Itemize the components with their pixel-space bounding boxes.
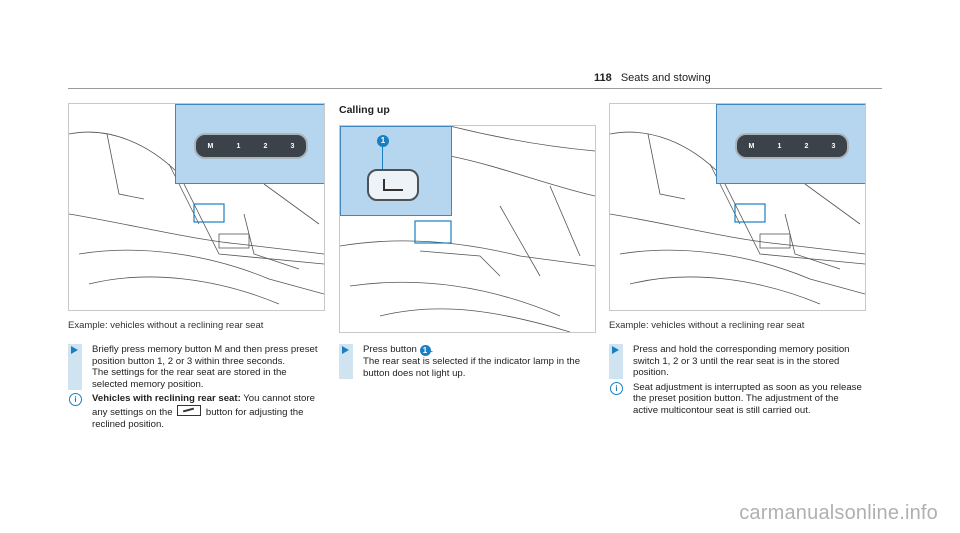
column3-instructions: Press and hold the corresponding memory … xyxy=(609,344,865,417)
figure3-caption: Example: vehicles without a reclining re… xyxy=(609,320,805,331)
page-number: 118 xyxy=(594,72,612,84)
seat-button-inset: 1 xyxy=(340,126,452,216)
step-followup: The settings for the rear seat are store… xyxy=(92,367,287,390)
step-store-memory: Briefly press memory button M and then p… xyxy=(68,344,324,391)
callout-1: 1 xyxy=(377,135,389,147)
section-title: Seats and stowing xyxy=(620,72,711,84)
step-text: Briefly press memory button M and then p… xyxy=(92,344,318,367)
heading-calling-up: Calling up xyxy=(339,104,390,116)
info-icon: i xyxy=(69,393,82,407)
step-hold-switch: Press and hold the corresponding memory … xyxy=(609,344,865,379)
door-sketch-3 xyxy=(610,131,865,305)
memory-button-2: 2 xyxy=(804,142,809,150)
column1-instructions: Briefly press memory button M and then p… xyxy=(68,344,324,430)
note-text-a: You cannot store any settings on the xyxy=(92,393,315,418)
arrow-right-icon xyxy=(342,346,349,354)
step-suffix: . xyxy=(430,344,434,355)
figure-calling-up: 1 xyxy=(339,125,596,333)
seat-recline-icon xyxy=(177,404,202,416)
figure-rear-door-memory-2: M 1 2 3 xyxy=(609,103,866,311)
step-prefix: Press button xyxy=(363,344,420,355)
memory-button-1: 1 xyxy=(777,142,782,150)
note-bold: Vehicles with reclining rear seat: xyxy=(92,393,241,405)
callout-line xyxy=(382,147,383,169)
memory-panel-inset: M 1 2 3 xyxy=(175,104,324,184)
figure1-caption: Example: vehicles without a reclining re… xyxy=(68,320,264,331)
door-sketch-2 xyxy=(340,126,595,332)
step-press-button: Press button 1. The rear seat is selecte… xyxy=(339,344,595,380)
column2-instructions: Press button 1. The rear seat is selecte… xyxy=(339,344,595,380)
seat-icon xyxy=(383,179,403,191)
note-text-b: button for adjusting the reclined positi… xyxy=(92,406,304,430)
step-bar xyxy=(68,344,82,391)
arrow-right-icon xyxy=(71,346,78,354)
seat-button xyxy=(367,169,419,201)
step-text: Press button 1. xyxy=(363,344,595,356)
figure-rear-door-memory: M 1 2 3 xyxy=(68,103,325,311)
info-icon: i xyxy=(610,381,623,395)
arrow-right-icon xyxy=(612,346,619,354)
memory-button-2: 2 xyxy=(263,142,268,150)
watermark: carmanualsonline.info xyxy=(739,502,938,524)
page-header: 118 Seats and stowing xyxy=(594,72,882,84)
note-reclining-seat: i Vehicles with reclining rear seat: You… xyxy=(68,393,324,430)
memory-button-m: M xyxy=(748,142,755,150)
header-rule xyxy=(68,88,882,89)
memory-button-3: 3 xyxy=(290,142,295,150)
memory-button-1: 1 xyxy=(236,142,241,150)
note-text: Seat adjustment is interrupted as soon a… xyxy=(633,381,862,416)
memory-button-panel-2: M 1 2 3 xyxy=(735,133,849,159)
memory-panel-inset-2: M 1 2 3 xyxy=(716,104,865,184)
memory-button-3: 3 xyxy=(831,142,836,150)
callout-badge: 1 xyxy=(419,345,431,356)
step-followup: The rear seat is selected if the indicat… xyxy=(363,356,581,379)
memory-button-m: M xyxy=(207,142,214,150)
note-adjustment: i Seat adjustment is interrupted as soon… xyxy=(609,381,865,417)
step-text: Press and hold the corresponding memory … xyxy=(633,344,850,379)
memory-button-panel: M 1 2 3 xyxy=(194,133,308,159)
